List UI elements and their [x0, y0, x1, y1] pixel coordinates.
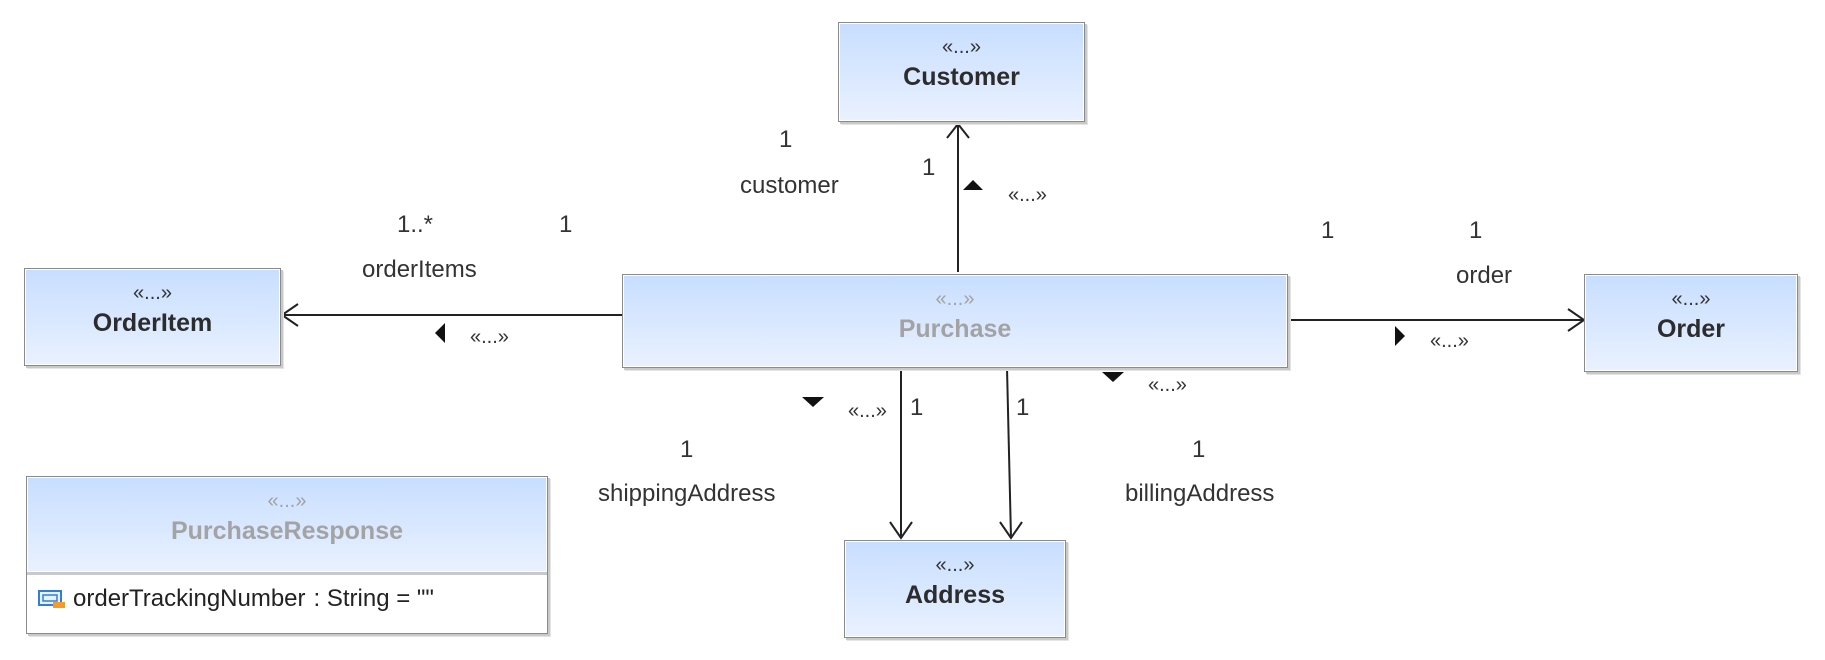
attribute-name: orderTrackingNumber: [73, 585, 306, 612]
class-customer[interactable]: «...» Customer: [838, 22, 1085, 122]
billing-role-label: billingAddress: [1125, 480, 1275, 507]
customer-direction-triangle: [963, 180, 983, 190]
purchaseresponse-stereotype: «...»: [267, 490, 307, 512]
order-source-multiplicity: 1: [1321, 217, 1335, 244]
orderitems-arrowhead: [280, 303, 299, 327]
orderitem-stereotype: «...»: [133, 282, 172, 304]
order-association-stereotype: «...»: [1430, 330, 1469, 352]
orderitem-class-name: OrderItem: [92, 309, 213, 337]
customer-class-name: Customer: [903, 63, 1020, 91]
customer-role-label: customer: [740, 172, 839, 199]
class-purchase[interactable]: «...» Purchase: [622, 274, 1288, 368]
billing-arrowhead: [999, 521, 1023, 540]
order-direction-triangle: [1395, 326, 1405, 346]
customer-target-multiplicity: 1: [779, 126, 793, 153]
order-target-multiplicity: 1: [1469, 217, 1483, 244]
order-stereotype: «...»: [1671, 288, 1711, 310]
class-order[interactable]: «...» Order: [1584, 274, 1798, 372]
attribute-type: : String = "": [313, 585, 434, 612]
address-stereotype: «...»: [935, 554, 975, 576]
class-address[interactable]: «...» Address: [844, 540, 1066, 638]
purchase-stereotype: «...»: [935, 288, 975, 310]
billing-target-multiplicity: 1: [1192, 436, 1206, 463]
shipping-direction-triangle: [802, 397, 824, 407]
billing-direction-triangle: [1102, 372, 1124, 382]
class-orderitem[interactable]: «...» OrderItem: [24, 268, 281, 366]
shipping-role-label: shippingAddress: [598, 480, 776, 507]
orderitems-direction-triangle: [435, 323, 445, 343]
shipping-target-multiplicity: 1: [680, 436, 694, 463]
attribute-icon: [38, 590, 65, 608]
customer-source-multiplicity: 1: [922, 154, 936, 181]
billing-source-multiplicity: 1: [1016, 394, 1030, 421]
orderitems-source-multiplicity: 1: [559, 211, 573, 238]
billing-association-line: [1006, 367, 1012, 539]
orderitems-role-label: orderItems: [362, 256, 477, 283]
class-purchaseresponse[interactable]: «...» PurchaseResponse orderTrackingNumb…: [26, 476, 548, 634]
customer-association-stereotype: «...»: [1008, 184, 1047, 206]
shipping-source-multiplicity: 1: [910, 394, 924, 421]
billing-association-stereotype: «...»: [1148, 374, 1187, 396]
shipping-association-stereotype: «...»: [848, 400, 887, 422]
order-class-name: Order: [1656, 315, 1726, 343]
purchaseresponse-class-name: PurchaseResponse: [170, 517, 404, 545]
purchase-class-name: Purchase: [898, 315, 1012, 343]
customer-stereotype: «...»: [942, 36, 981, 58]
orderitems-target-multiplicity: 1..*: [397, 211, 434, 238]
customer-arrowhead: [946, 122, 970, 139]
orderitems-association-stereotype: «...»: [470, 326, 509, 348]
address-class-name: Address: [904, 581, 1006, 609]
order-role-label: order: [1456, 262, 1513, 289]
attribute-row[interactable]: orderTrackingNumber : String = "": [27, 572, 547, 623]
shipping-arrowhead: [889, 521, 913, 540]
